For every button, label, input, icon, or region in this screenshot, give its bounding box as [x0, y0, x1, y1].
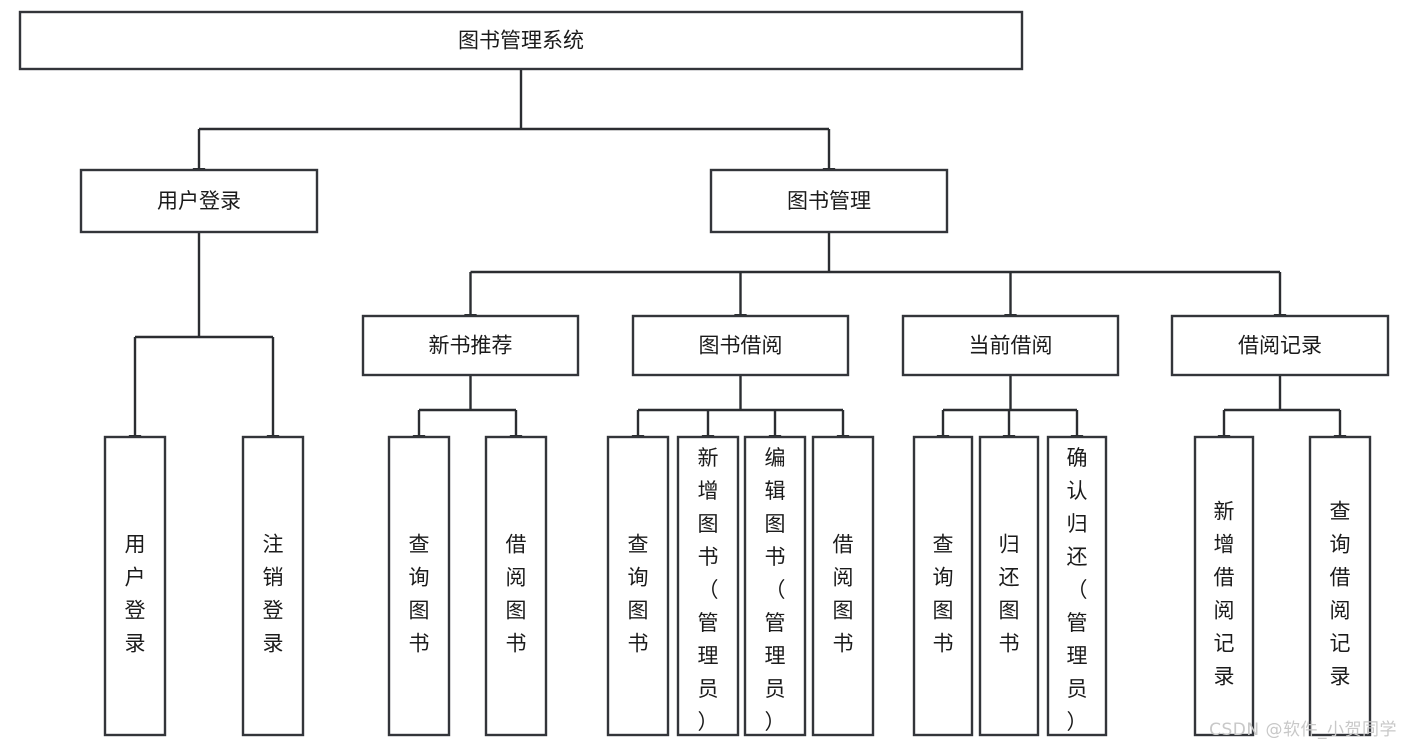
edges-layer: [128, 69, 1347, 446]
node-leaf-query-record[interactable]: 查询借阅记录: [1308, 435, 1372, 737]
node-label: 编辑图书（管理员）: [765, 446, 786, 734]
node-leaf-add-book[interactable]: 新增图书（管理员）: [676, 435, 740, 737]
node-box: [103, 435, 167, 737]
node-box: [709, 168, 949, 234]
node-label: 用户登录: [125, 533, 146, 656]
node-box: [79, 168, 319, 234]
node-label: 当前借阅: [969, 334, 1053, 358]
node-box: [1308, 435, 1372, 737]
node-box: [811, 435, 875, 737]
node-label: 新增借阅记录: [1214, 500, 1235, 689]
node-borrow-record[interactable]: 借阅记录: [1170, 314, 1390, 377]
nodes-layer: 图书管理系统用户登录图书管理新书推荐图书借阅当前借阅借阅记录用户登录注销登录查询…: [18, 10, 1390, 737]
node-box: [1193, 435, 1255, 737]
node-leaf-query-book-rec[interactable]: 查询图书: [387, 435, 451, 737]
node-box: [361, 314, 580, 377]
node-label: 新书推荐: [429, 334, 513, 358]
node-leaf-query-book-cur[interactable]: 查询图书: [912, 435, 974, 737]
node-label: 借阅记录: [1238, 334, 1322, 358]
node-label: 查询借阅记录: [1330, 500, 1351, 689]
csdn-watermark: CSDN @软件_小贺同学: [1209, 720, 1397, 740]
node-leaf-edit-book[interactable]: 编辑图书（管理员）: [743, 435, 807, 737]
node-label: 归还图书: [999, 533, 1020, 656]
node-label: 借阅图书: [833, 533, 854, 656]
node-box: [743, 435, 807, 737]
node-box: [606, 435, 670, 737]
node-box: [387, 435, 451, 737]
node-leaf-confirm-return[interactable]: 确认归还（管理员）: [1046, 435, 1108, 737]
node-leaf-add-record[interactable]: 新增借阅记录: [1193, 435, 1255, 737]
node-leaf-return-book[interactable]: 归还图书: [978, 435, 1040, 737]
node-box: [1170, 314, 1390, 377]
node-box: [18, 10, 1024, 71]
node-label: 查询图书: [409, 533, 430, 656]
node-label: 确认归还（管理员）: [1067, 446, 1088, 734]
node-leaf-logout[interactable]: 注销登录: [241, 435, 305, 737]
node-box: [901, 314, 1120, 377]
node-box: [978, 435, 1040, 737]
node-box: [241, 435, 305, 737]
node-label: 查询图书: [933, 533, 954, 656]
node-label: 图书管理: [787, 189, 871, 213]
node-box: [676, 435, 740, 737]
node-leaf-user-login[interactable]: 用户登录: [103, 435, 167, 737]
node-book-borrow[interactable]: 图书借阅: [631, 314, 850, 377]
node-label: 查询图书: [628, 533, 649, 656]
node-label: 图书管理系统: [458, 29, 584, 53]
node-new-book-recommend[interactable]: 新书推荐: [361, 314, 580, 377]
node-label: 注销登录: [263, 533, 284, 656]
node-label: 借阅图书: [506, 533, 527, 656]
node-leaf-query-book-bor[interactable]: 查询图书: [606, 435, 670, 737]
node-box: [1046, 435, 1108, 737]
node-label: 新增图书（管理员）: [698, 446, 719, 734]
node-current-borrow[interactable]: 当前借阅: [901, 314, 1120, 377]
node-label: 图书借阅: [699, 334, 783, 358]
node-user-login[interactable]: 用户登录: [79, 168, 319, 234]
node-label: 用户登录: [157, 189, 241, 213]
node-box: [912, 435, 974, 737]
node-box: [484, 435, 548, 737]
node-leaf-borrow-book-bor[interactable]: 借阅图书: [811, 435, 875, 737]
node-book-manage[interactable]: 图书管理: [709, 168, 949, 234]
node-leaf-borrow-book-rec[interactable]: 借阅图书: [484, 435, 548, 737]
node-box: [631, 314, 850, 377]
node-root[interactable]: 图书管理系统: [18, 10, 1024, 71]
